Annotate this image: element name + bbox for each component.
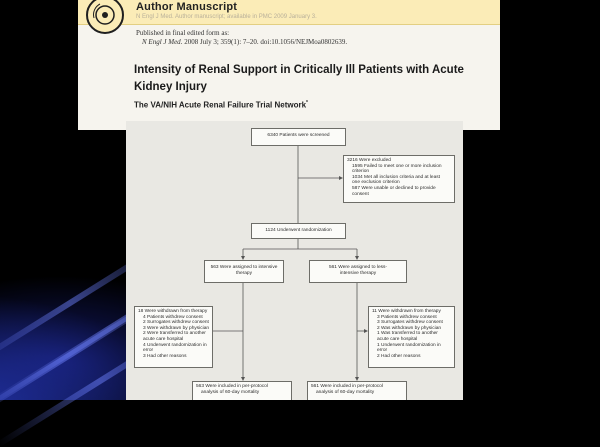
withdrawn-line: 2 Had other reasons	[377, 353, 421, 359]
author-manuscript-label: Author Manuscript	[136, 1, 238, 13]
less-intensive-therapy-box: 561 Were assigned to less- intensive the…	[309, 260, 407, 283]
excluded-line: 1034 Met all inclusion criteria and at l…	[352, 174, 440, 180]
per-protocol-line: 561 Were included in per-protocol	[311, 384, 383, 389]
withdrawn-line: 3 Were withdrawn by physician	[143, 325, 210, 331]
withdrawn-line: 4 Patients withdrew consent	[143, 314, 203, 320]
withdrawn-line: 11 Were withdrawn from therapy	[372, 309, 441, 314]
consort-flowchart: 6340 Patients were screened 3216 Were ex…	[126, 121, 463, 400]
withdrawn-line: acute care hospital	[377, 336, 418, 342]
screened-box: 6340 Patients were screened	[251, 128, 346, 146]
intensive-line: therapy	[236, 270, 252, 276]
withdrawn-line: 3 Had other reasons	[143, 353, 187, 359]
withdrawn-line: 3 Surrogates withdrew consent	[377, 320, 443, 326]
excluded-line: 587 Were unable or declined to provide	[352, 185, 436, 191]
excluded-line: one exclusion criterion	[352, 180, 400, 186]
excluded-line: criterion	[352, 169, 370, 175]
less-intensive-line: 561 Were assigned to less-	[328, 265, 388, 270]
arrowhead	[339, 176, 343, 180]
withdrawn-line: acute care hospital	[143, 336, 184, 342]
arrowhead	[355, 256, 359, 260]
intensive-therapy-box: 563 Were assigned to intensive therapy	[204, 260, 284, 283]
per-protocol-line: analysis of 60-day mortality	[201, 389, 260, 395]
screened-text: 6340 Patients were screened	[267, 133, 330, 138]
withdrawn-line: error	[143, 348, 154, 354]
arrowhead	[241, 256, 245, 260]
withdrawn-intensive-box: 18 Were withdrawn from therapy 4 Patient…	[134, 306, 213, 368]
published-label: Published in final edited form as:	[136, 29, 230, 37]
withdrawn-line: 2 Were transferred to another	[143, 331, 206, 337]
excluded-line: 1595 Failed to meet one or more inclusio…	[352, 163, 442, 169]
randomization-box: 1124 Underwent randomization	[251, 223, 346, 239]
citation-journal: N Engl J Med	[142, 38, 181, 46]
citation-line: N Engl J Med. 2008 July 3; 359(1): 7–20.…	[142, 38, 347, 46]
excluded-line: consent	[352, 191, 369, 197]
excluded-box: 3216 Were excluded 1595 Failed to meet o…	[343, 155, 455, 203]
manuscript-page: Author Manuscript N Engl J Med. Author m…	[78, 0, 500, 130]
withdrawn-line: error	[377, 348, 388, 354]
manuscript-availability-line: N Engl J Med. Author manuscript; availab…	[136, 14, 317, 20]
withdrawn-line: 1 Was transferred to another	[377, 331, 438, 337]
citation-details: . 2008 July 3; 359(1): 7–20. doi:10.1056…	[180, 38, 348, 46]
withdrawn-line: 2 Surrogates withdrew consent	[143, 320, 209, 326]
withdrawn-less-intensive-box: 11 Were withdrawn from therapy 3 Patient…	[368, 306, 455, 368]
per-protocol-line: analysis of 60-day mortality	[316, 389, 375, 395]
withdrawn-line: 3 Patients withdrew consent	[377, 314, 437, 320]
byline-text: The VA/NIH Acute Renal Failure Trial Net…	[134, 100, 307, 110]
byline-footnote-mark: *	[306, 100, 308, 106]
randomization-text: 1124 Underwent randomization	[265, 228, 332, 233]
withdrawn-line: 2 Was withdrawn by physician	[377, 325, 442, 331]
nih-seal-logo	[86, 0, 124, 34]
withdrawn-line: 4 Underwent randomization in	[143, 342, 207, 348]
arrowhead	[355, 377, 359, 381]
author-manuscript-banner: Author Manuscript N Engl J Med. Author m…	[78, 0, 500, 34]
less-intensive-line: intensive therapy	[339, 270, 377, 276]
arrowhead	[364, 329, 368, 333]
per-protocol-less-intensive-box: 561 Were included in per-protocol analys…	[307, 381, 407, 400]
excluded-line: 3216 Were excluded	[347, 158, 391, 163]
arrowhead	[241, 377, 245, 381]
per-protocol-intensive-box: 563 Were included in per-protocol analys…	[192, 381, 292, 400]
article-title: Intensity of Renal Support in Critically…	[134, 64, 464, 93]
article-byline: The VA/NIH Acute Renal Failure Trial Net…	[134, 100, 308, 110]
per-protocol-line: 563 Were included in per-protocol	[196, 384, 268, 389]
intensive-line: 563 Were assigned to intensive	[210, 265, 278, 270]
withdrawn-line: 1 Underwent randomization in	[377, 342, 441, 348]
withdrawn-line: 18 Were withdrawn from therapy	[138, 309, 208, 314]
